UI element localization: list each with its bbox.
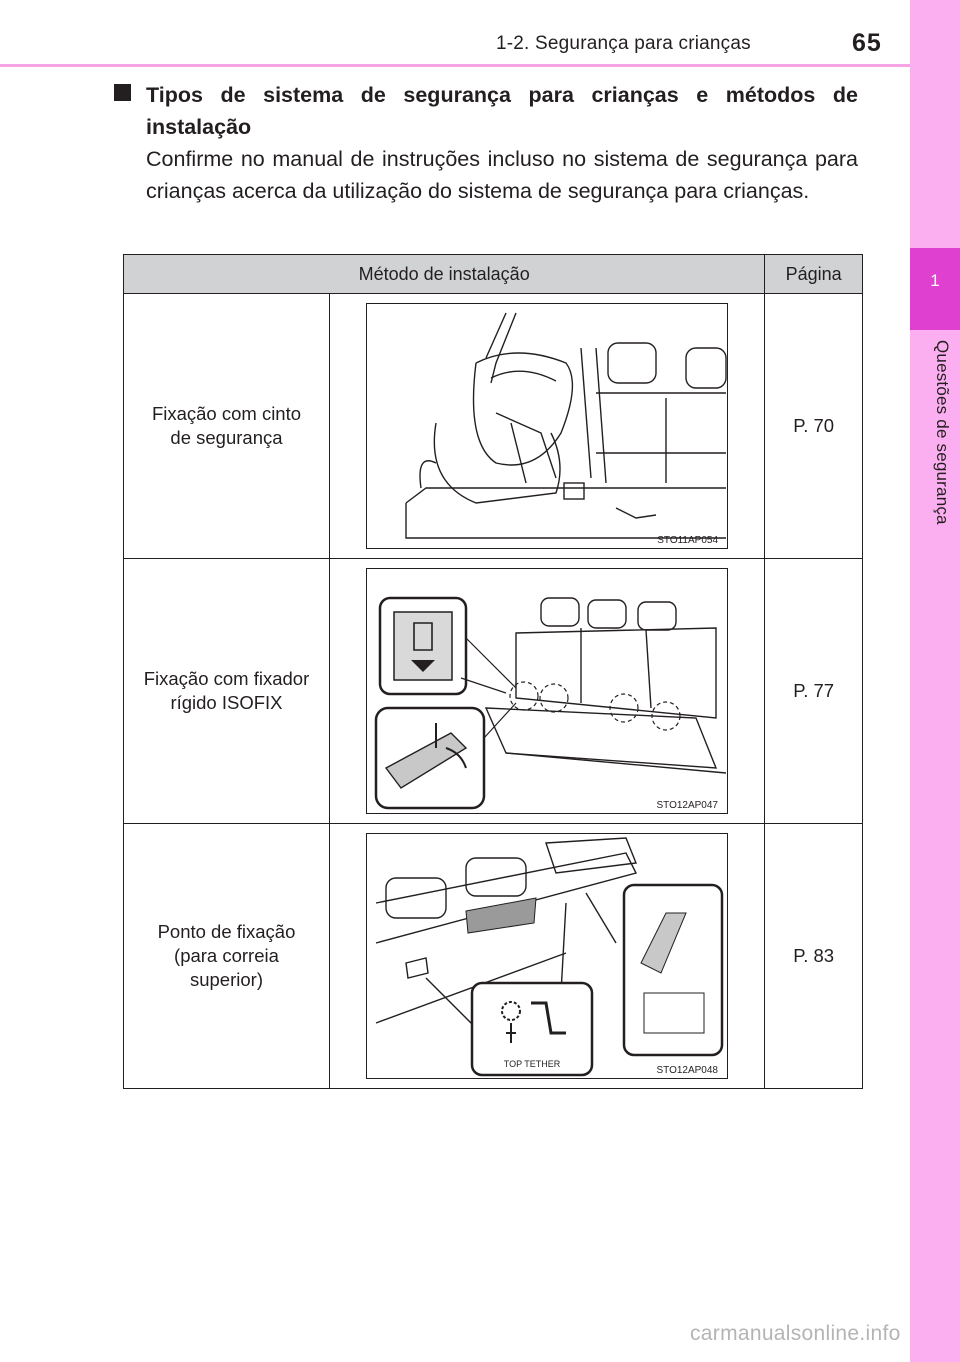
method-text: de segurança	[170, 427, 283, 448]
figure-cell: TOP TETHER STO12AP048	[328, 823, 766, 1089]
isofix-anchors-illustration: STO12AP047	[366, 568, 729, 814]
method-text: (para correia	[174, 945, 279, 966]
method-cell: Fixação com fixador rígido ISOFIX	[123, 558, 330, 824]
figure-code: STO12AP047	[657, 800, 719, 811]
page-ref: P. 70	[764, 293, 863, 559]
chapter-side-tab	[910, 0, 960, 1362]
intro-paragraph: Confirme no manual de instruções incluso…	[146, 147, 858, 203]
table-row: Fixação com fixador rígido ISOFIX	[123, 558, 863, 824]
table-row: Fixação com cinto de segurança	[123, 293, 863, 559]
heading-bullet-icon	[114, 84, 131, 101]
section-heading: Tipos de sistema de segurança para crian…	[146, 83, 858, 139]
method-text: rígido ISOFIX	[170, 692, 283, 713]
top-tether-label: TOP TETHER	[504, 1059, 561, 1069]
method-text: Fixação com fixador	[143, 668, 310, 689]
chapter-number: 1	[910, 248, 960, 330]
table-row: Ponto de fixação (para correia superior)	[123, 823, 863, 1089]
figure-code: STO11AP054	[657, 535, 718, 546]
method-cell: Ponto de fixação (para correia superior)	[123, 823, 330, 1089]
installation-methods-table: Método de instalação Página Fixação com …	[122, 254, 863, 1089]
method-text: superior)	[189, 969, 263, 990]
page-ref: P. 83	[764, 823, 863, 1089]
watermark: carmanualsonline.info	[690, 1322, 901, 1345]
figure-cell: STO11AP054	[328, 293, 766, 559]
column-header-method: Método de instalação	[122, 254, 766, 294]
section-title: 1-2. Segurança para crianças	[496, 33, 751, 54]
method-text: Fixação com cinto	[151, 403, 302, 424]
figure-cell: STO12AP047	[328, 558, 766, 824]
header-rule	[0, 64, 910, 67]
method-text: Ponto de fixação	[157, 921, 296, 942]
page-ref: P. 77	[764, 558, 863, 824]
table-header-row: Método de instalação Página	[122, 254, 863, 294]
column-header-page: Página	[764, 254, 863, 294]
figure-code: STO12AP048	[657, 1065, 719, 1076]
top-tether-anchor-illustration: TOP TETHER STO12AP048	[366, 833, 729, 1079]
chapter-title: Questões de segurança	[933, 340, 952, 525]
page-number: 65	[852, 29, 882, 57]
method-cell: Fixação com cinto de segurança	[123, 293, 330, 559]
seatbelt-child-seat-illustration: STO11AP054	[366, 303, 729, 549]
